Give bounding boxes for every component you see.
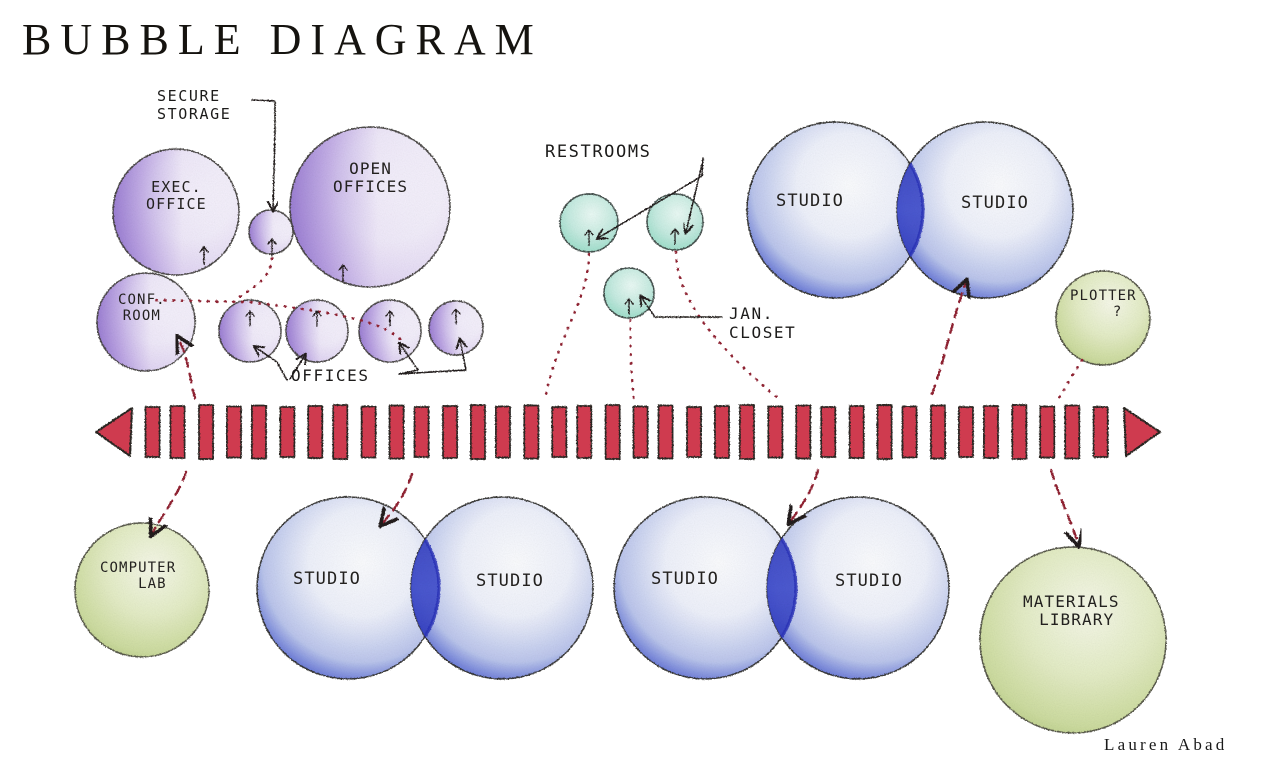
- overlap-ring-overlap-studio-bot-a: [411, 497, 441, 679]
- corridor-bar: [442, 405, 458, 459]
- corridor-bar: [876, 404, 893, 460]
- bubble-exec-office[interactable]: [112, 148, 240, 276]
- overlap-ring-overlap-studio-top: [897, 122, 925, 298]
- corridor-bar: [332, 404, 349, 460]
- page-title: BUBBLE DIAGRAM: [22, 15, 543, 64]
- corridor-bar: [604, 404, 621, 460]
- corridor-bar: [820, 406, 837, 458]
- corridor-bar: [930, 404, 946, 460]
- corridor-bar: [470, 404, 486, 460]
- dot-secure-corridor: [233, 256, 274, 302]
- corridor-bar: [714, 405, 730, 459]
- corridor-bar: [739, 404, 755, 460]
- leader-line-layer: [174, 99, 723, 381]
- corridor-bar: [576, 405, 593, 459]
- connector-layer: [148, 250, 1084, 544]
- corridor-bar: [551, 406, 568, 458]
- arrow-corridor-to-studio1: [382, 472, 414, 524]
- corridor-bar: [767, 405, 784, 459]
- corridor-bar: [198, 404, 214, 460]
- bubble-entry-arrow-3: [245, 310, 255, 327]
- corridor-bar: [632, 405, 649, 459]
- corridor-bar: [388, 404, 405, 460]
- leader-office-2: [289, 355, 305, 380]
- dot-restroom1-corridor: [543, 252, 591, 402]
- bubble-plotter[interactable]: [1055, 270, 1151, 366]
- bubble-office-3[interactable]: [358, 299, 422, 363]
- bubble-restroom-2[interactable]: [646, 193, 704, 251]
- arrow-corridor-to-studiotop: [930, 282, 966, 396]
- dot-restroom2-corridor: [674, 250, 782, 402]
- bubble-open-offices[interactable]: [289, 126, 451, 288]
- tick-exec-office: [199, 246, 209, 265]
- tick-open-offices: [338, 264, 348, 283]
- overlap-layer: [411, 122, 925, 679]
- corridor-bar: [226, 405, 242, 459]
- corridor-bar: [795, 404, 812, 460]
- dot-janitor-corridor: [628, 318, 636, 402]
- corridor-bar: [144, 406, 161, 458]
- jan-closet-label: JAN. CLOSET: [729, 304, 797, 342]
- secure-storage-label: SECURE STORAGE: [157, 87, 232, 123]
- corridor-bar: [169, 405, 186, 459]
- restrooms-label: RESTROOMS: [545, 142, 652, 162]
- corridor-bar: [1011, 404, 1028, 460]
- arrow-corridor-to-matlib: [1049, 468, 1078, 544]
- corridor-bar: [686, 406, 702, 458]
- circulation-corridor[interactable]: [95, 404, 1161, 460]
- corridor-bar: [307, 405, 324, 459]
- bubble-secure-storage[interactable]: [248, 209, 294, 255]
- corridor-bar: [360, 405, 377, 459]
- bubble-entry-arrow-1: [670, 228, 680, 245]
- corridor-bar: [958, 406, 974, 458]
- corridor-bar: [251, 404, 267, 460]
- bubble-materials-library[interactable]: [979, 546, 1167, 734]
- corridor-bar: [523, 404, 540, 460]
- leader-office-3: [399, 344, 419, 375]
- bubble-entry-arrow-0: [584, 229, 594, 246]
- tick-secure-storage: [267, 238, 277, 257]
- dot-plotter-corridor: [1056, 358, 1084, 402]
- bubble-office-1[interactable]: [218, 299, 282, 363]
- corridor-bar: [983, 405, 999, 459]
- arrow-corridor-to-complab: [152, 470, 188, 534]
- corridor-layer: [95, 404, 1161, 460]
- corridor-bar: [1092, 406, 1109, 458]
- corridor-bar: [848, 405, 865, 459]
- corridor-bar: [1064, 404, 1081, 460]
- left-arrowhead: [95, 407, 133, 457]
- author-signature: Lauren Abad: [1104, 735, 1228, 754]
- bubble-layer: [74, 121, 1167, 734]
- leader-office-4: [398, 340, 466, 375]
- bubble-entry-arrow-2: [624, 298, 634, 315]
- corridor-bar: [901, 405, 918, 459]
- offices-label: OFFICES: [291, 366, 370, 385]
- corridor-bar: [413, 406, 430, 458]
- bubble-computer-lab[interactable]: [74, 522, 210, 658]
- leader-jan-closet: [641, 297, 723, 318]
- leader-secure-storage: [251, 99, 275, 210]
- corridor-bar: [657, 404, 674, 460]
- bubble-office-2[interactable]: [285, 299, 349, 363]
- leader-office-1: [255, 347, 288, 381]
- leader-restroom-2: [686, 159, 704, 232]
- corridor-bar: [279, 406, 296, 458]
- corridor-bar: [1039, 405, 1056, 459]
- arrow-conf-to-corridor: [178, 338, 197, 400]
- overlap-ring-overlap-studio-bot-b: [767, 497, 798, 679]
- arrow-corridor-to-studio3: [790, 468, 820, 522]
- right-arrowhead: [1123, 407, 1161, 457]
- corridor-bar: [495, 405, 511, 459]
- bubble-entry-arrow-5: [385, 310, 395, 327]
- bubble-entry-arrow-6: [451, 308, 461, 325]
- bubble-entry-arrow-4: [312, 310, 322, 327]
